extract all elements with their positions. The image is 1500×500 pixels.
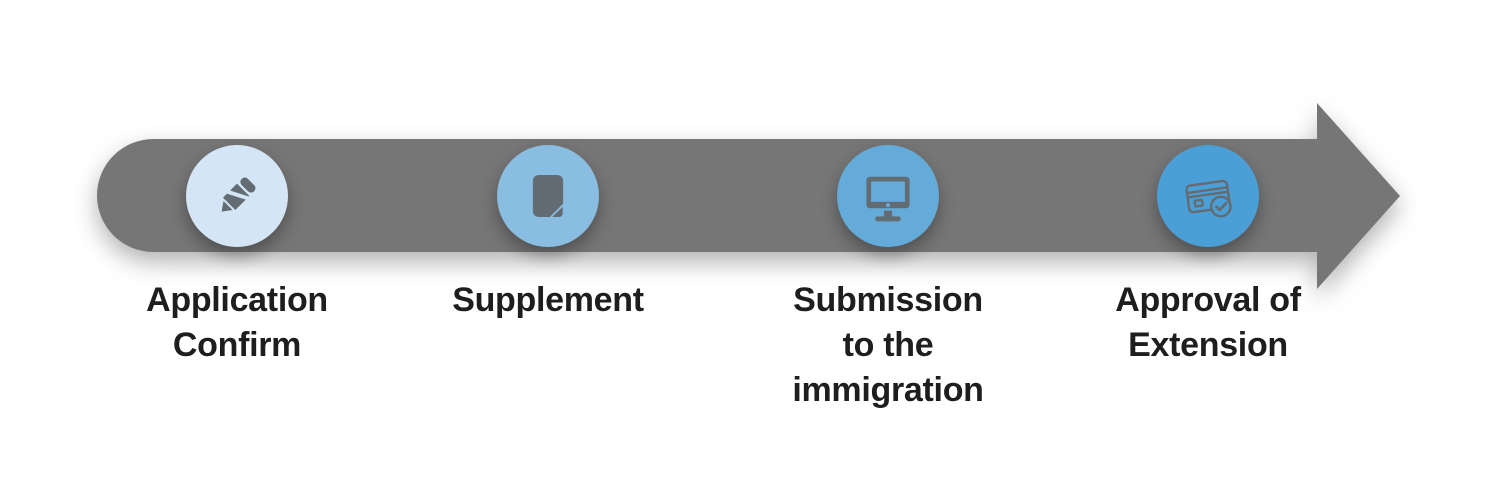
step-label: Submission to the immigration	[792, 281, 984, 409]
flow-arrow-head	[1317, 103, 1400, 289]
step-label: Approval of Extension	[1115, 281, 1301, 364]
step-circle	[186, 145, 288, 247]
pencil-icon	[221, 177, 256, 212]
step-label: Application Confirm	[146, 281, 328, 364]
step-circle	[497, 145, 599, 247]
flow-arrow-bar	[97, 139, 1317, 252]
credit-card-check-icon	[1185, 179, 1232, 218]
document-icon	[532, 175, 564, 217]
step-circle	[837, 145, 939, 247]
step-circle	[1157, 145, 1259, 247]
monitor-icon	[866, 176, 910, 222]
step-label: Supplement	[452, 281, 644, 319]
